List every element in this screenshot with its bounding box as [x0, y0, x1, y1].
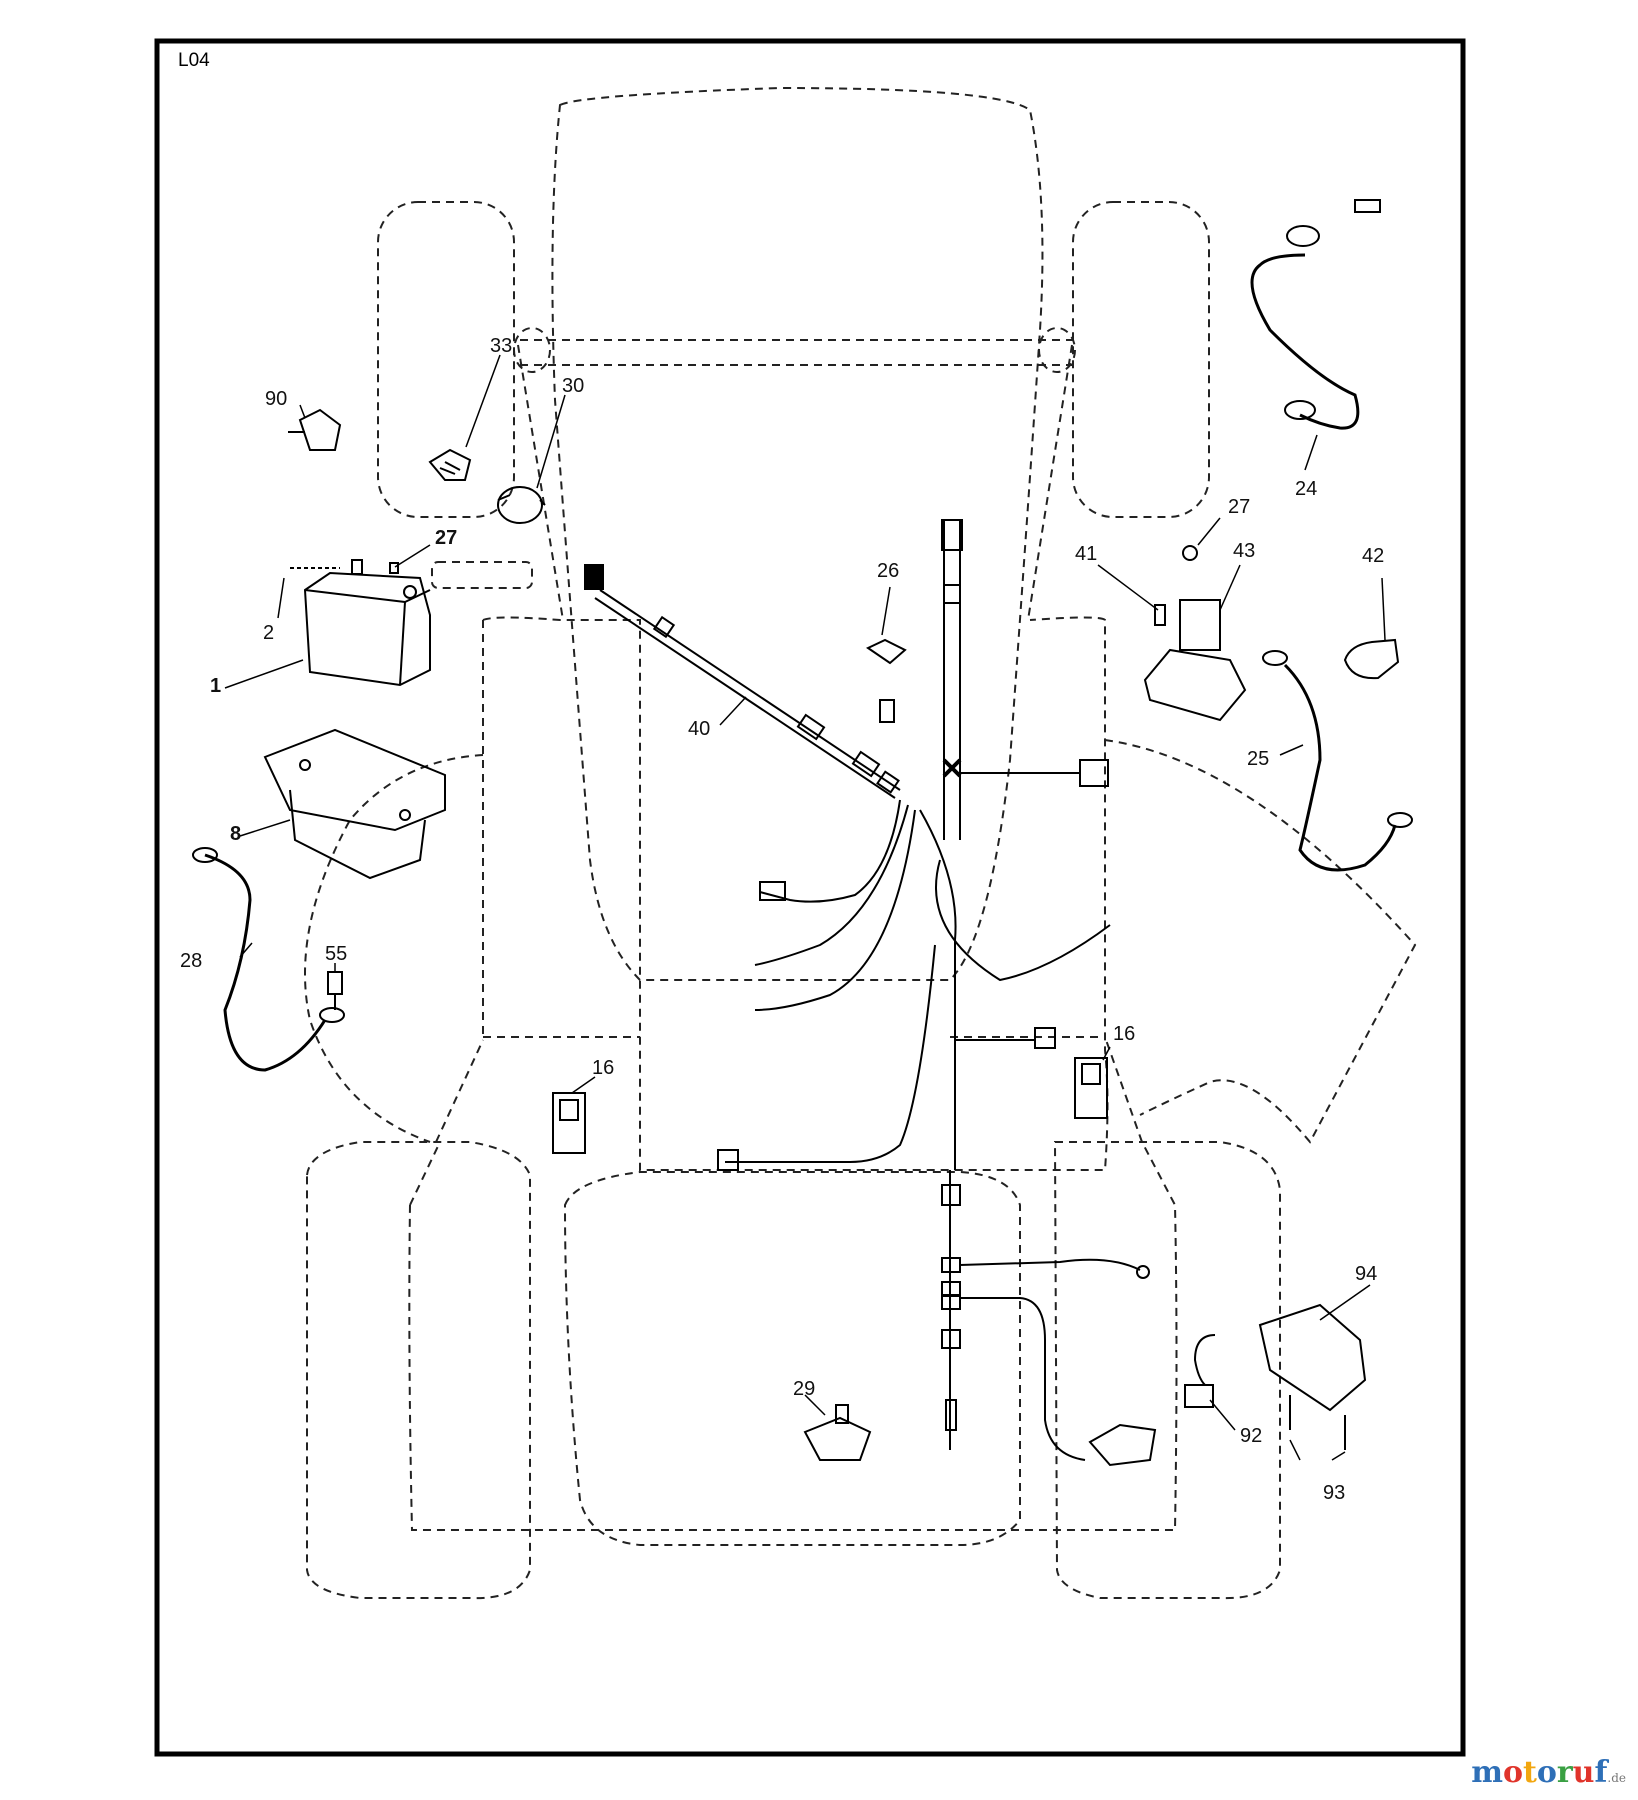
terminal-boot — [1343, 638, 1400, 680]
callout-43: 43 — [1233, 540, 1256, 562]
callout-leaders — [224, 354, 1386, 1461]
callout-16-right: 16 — [1113, 1023, 1136, 1045]
starter-solenoid — [1143, 545, 1247, 722]
bolt — [327, 971, 343, 1010]
wm-letter: u — [1572, 1755, 1595, 1790]
callout-30: 30 — [562, 375, 585, 397]
battery-tray — [263, 728, 446, 880]
callout-55: 55 — [325, 943, 348, 965]
wm-letter: r — [1556, 1755, 1573, 1790]
callout-42: 42 — [1362, 545, 1385, 567]
callout-2: 2 — [263, 622, 275, 644]
diagram-frame — [154, 38, 1466, 1757]
callout-26: 26 — [877, 560, 900, 582]
callout-33: 33 — [490, 335, 513, 357]
callout-27-battery: 27 — [435, 527, 458, 549]
wm-letter: o — [1536, 1755, 1557, 1790]
callout-41: 41 — [1075, 543, 1098, 565]
callout-28: 28 — [180, 950, 203, 972]
fuse — [865, 638, 907, 665]
wm-suffix: .de — [1607, 1771, 1626, 1785]
seat-switch-left — [552, 1092, 586, 1154]
solenoid-cable — [1262, 650, 1413, 872]
callout-8: 8 — [230, 823, 242, 845]
tractor-outline — [304, 86, 1417, 1600]
callout-92: 92 — [1240, 1425, 1263, 1447]
control-module — [1088, 1303, 1367, 1467]
callout-24: 24 — [1295, 478, 1318, 500]
plug-switch — [288, 408, 342, 451]
battery — [290, 559, 431, 687]
ignition-switch — [497, 486, 546, 524]
callout-16-left: 16 — [592, 1057, 615, 1079]
page-label: L04 — [178, 50, 210, 71]
callout-93: 93 — [1323, 1482, 1346, 1504]
pto-switch — [803, 1404, 872, 1461]
callout-29: 29 — [793, 1378, 816, 1400]
seat-switch-right — [1074, 1057, 1108, 1119]
battery-cable-positive — [1250, 199, 1381, 430]
watermark-logo: motoruf.de — [1471, 1755, 1626, 1790]
wm-letter: m — [1471, 1755, 1503, 1790]
ignition-key — [428, 448, 472, 481]
callout-27-solenoid: 27 — [1228, 496, 1251, 518]
wm-letter: o — [1502, 1755, 1523, 1790]
wiring-harness — [584, 519, 1150, 1461]
harness-connector — [879, 699, 895, 723]
wm-letter: t — [1522, 1755, 1537, 1790]
callout-25: 25 — [1247, 748, 1270, 770]
callout-1: 1 — [210, 675, 222, 697]
wm-letter: f — [1594, 1755, 1608, 1790]
ground-cable — [192, 847, 345, 1072]
callout-90: 90 — [265, 388, 288, 410]
callout-40: 40 — [688, 718, 711, 740]
callout-94: 94 — [1355, 1263, 1378, 1285]
